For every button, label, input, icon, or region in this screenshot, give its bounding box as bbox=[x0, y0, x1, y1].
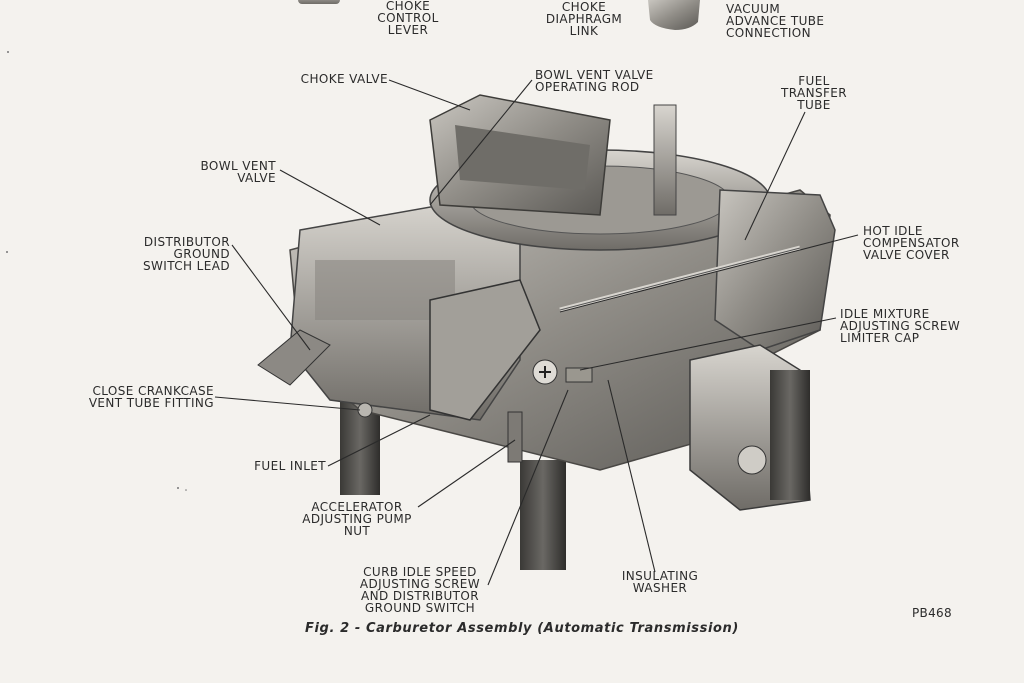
figure-caption: Fig. 2 - Carburetor Assembly (Automatic … bbox=[305, 621, 739, 636]
label-choke-control-lever: CHOKE CONTROL LEVER bbox=[377, 0, 439, 37]
label-insulating-washer: INSULATING WASHER bbox=[621, 569, 699, 595]
carburetor-body bbox=[257, 94, 836, 570]
label-accelerator-pump-nut: ACCELERATOR ADJUSTING PUMP NUT bbox=[302, 500, 412, 538]
label-curb-idle-speed-screw: CURB IDLE SPEED ADJUSTING SCREW AND DIST… bbox=[359, 565, 481, 615]
label-hot-idle-compensator-valve-cover: HOT IDLE COMPENSATOR VALVE COVER bbox=[863, 224, 960, 262]
label-fuel-inlet: FUEL INLET bbox=[254, 459, 326, 473]
leader-lines bbox=[214, 79, 859, 586]
label-fuel-transfer-tube: FUEL TRANSFER TUBE bbox=[780, 74, 847, 112]
label-vacuum-advance-tube: VACUUM ADVANCE TUBE CONNECTION bbox=[726, 2, 825, 40]
label-idle-mixture-limiter-cap: IDLE MIXTURE ADJUSTING SCREW LIMITER CAP bbox=[840, 307, 961, 345]
label-bowl-vent-valve: BOWL VENT VALVE bbox=[200, 159, 276, 185]
label-crankcase-vent-tube-fitting: CLOSE CRANKCASE VENT TUBE FITTING bbox=[88, 384, 214, 410]
plate-number: PB468 bbox=[912, 606, 952, 620]
label-choke-valve: CHOKE VALVE bbox=[300, 72, 388, 86]
label-distributor-ground-switch-lead: DISTRIBUTOR GROUND SWITCH LEAD bbox=[143, 235, 230, 273]
top-partial-parts bbox=[298, 0, 700, 30]
scan-specks bbox=[6, 51, 187, 491]
label-bowl-vent-valve-operating-rod: BOWL VENT VALVE OPERATING ROD bbox=[535, 68, 654, 94]
label-choke-diaphragm-link: CHOKE DIAPHRAGM LINK bbox=[545, 0, 623, 38]
